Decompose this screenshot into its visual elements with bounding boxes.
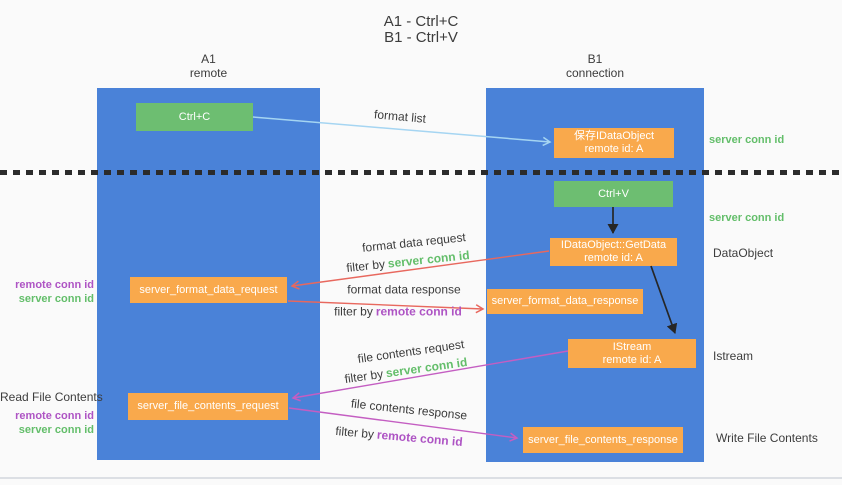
node-server-file-contents-response-label: server_file_contents_response bbox=[528, 433, 678, 446]
left-conn-id-labels-format: remote conn id server conn id bbox=[0, 278, 94, 306]
filter-by-value: remote conn id bbox=[375, 304, 462, 319]
filter-by-prefix: filter by bbox=[343, 366, 384, 387]
node-idataobject-getdata-line1: IDataObject::GetData bbox=[560, 239, 667, 251]
node-server-format-data-response: server_format_data_response bbox=[487, 289, 643, 314]
server-conn-id-label: server conn id bbox=[18, 293, 94, 305]
filter-by-prefix: filter by bbox=[334, 304, 373, 319]
label-file-contents-response: file contents response bbox=[350, 396, 468, 423]
node-ctrl-c-label: Ctrl+C bbox=[178, 110, 211, 123]
filter-by-value: server conn id bbox=[387, 248, 471, 271]
node-ctrl-v-label: Ctrl+V bbox=[598, 187, 629, 200]
server-conn-id-label-top: server conn id bbox=[709, 134, 785, 146]
filter-by-prefix: filter by bbox=[334, 423, 375, 442]
remote-conn-id-label: remote conn id bbox=[15, 410, 94, 422]
write-file-contents-label: Write File Contents bbox=[716, 431, 818, 445]
column-a-subtitle: remote bbox=[189, 66, 228, 80]
node-save-dataobject: 保存IDataObject remote id: A bbox=[554, 128, 674, 158]
node-server-file-contents-request-label: server_file_contents_request bbox=[137, 400, 279, 412]
node-server-format-data-request: server_format_data_request bbox=[130, 277, 287, 303]
filter-by-prefix: filter by bbox=[345, 256, 386, 275]
page-title: A1 - Ctrl+C B1 - Ctrl+V bbox=[0, 14, 842, 46]
node-save-dataobject-line1: 保存IDataObject bbox=[573, 130, 655, 142]
column-b-subtitle: connection bbox=[565, 66, 625, 80]
page-title-line2: B1 - Ctrl+V bbox=[384, 29, 458, 46]
label-format-list: format list bbox=[373, 107, 427, 126]
node-istream-line1: IStream bbox=[612, 340, 652, 353]
node-idataobject-getdata: IDataObject::GetData remote id: A bbox=[550, 238, 677, 266]
node-save-dataobject-line2: remote id: A bbox=[584, 143, 644, 155]
node-ctrl-c: Ctrl+C bbox=[136, 103, 253, 131]
server-conn-id-label: server conn id bbox=[18, 424, 94, 436]
column-a-name: A1 bbox=[201, 52, 216, 66]
node-istream-line2: remote id: A bbox=[602, 353, 662, 366]
istream-label: Istream bbox=[713, 349, 754, 363]
node-ctrl-v: Ctrl+V bbox=[554, 181, 673, 207]
server-conn-id-label-mid: server conn id bbox=[709, 212, 785, 224]
dataobject-label: DataObject bbox=[713, 246, 774, 260]
label-format-data-response-text: format data response bbox=[347, 282, 461, 297]
node-server-format-data-request-label: server_format_data_request bbox=[139, 283, 278, 296]
column-b-name: B1 bbox=[587, 52, 603, 66]
node-server-file-contents-request: server_file_contents_request bbox=[128, 393, 288, 420]
dashed-separator bbox=[0, 170, 842, 175]
node-istream: IStream remote id: A bbox=[568, 339, 696, 368]
label-format-data-response: format data response bbox=[347, 282, 461, 297]
label-format-list-text: format list bbox=[373, 107, 427, 126]
bottom-divider bbox=[0, 477, 842, 479]
label-file-contents-response-text: file contents response bbox=[350, 396, 468, 423]
column-a-header: A1 remote bbox=[97, 52, 320, 80]
column-b-header: B1 connection bbox=[486, 52, 704, 80]
node-idataobject-getdata-line2: remote id: A bbox=[584, 252, 643, 264]
left-conn-id-labels-file: remote conn id server conn id bbox=[0, 409, 94, 437]
node-server-format-data-response-label: server_format_data_response bbox=[491, 295, 639, 307]
filter-by-value: remote conn id bbox=[376, 427, 464, 450]
read-file-contents-label: Read File Contents bbox=[0, 390, 103, 404]
remote-conn-id-label: remote conn id bbox=[15, 279, 94, 291]
node-server-file-contents-response: server_file_contents_response bbox=[523, 427, 683, 453]
page-title-line1: A1 - Ctrl+C bbox=[383, 13, 459, 30]
